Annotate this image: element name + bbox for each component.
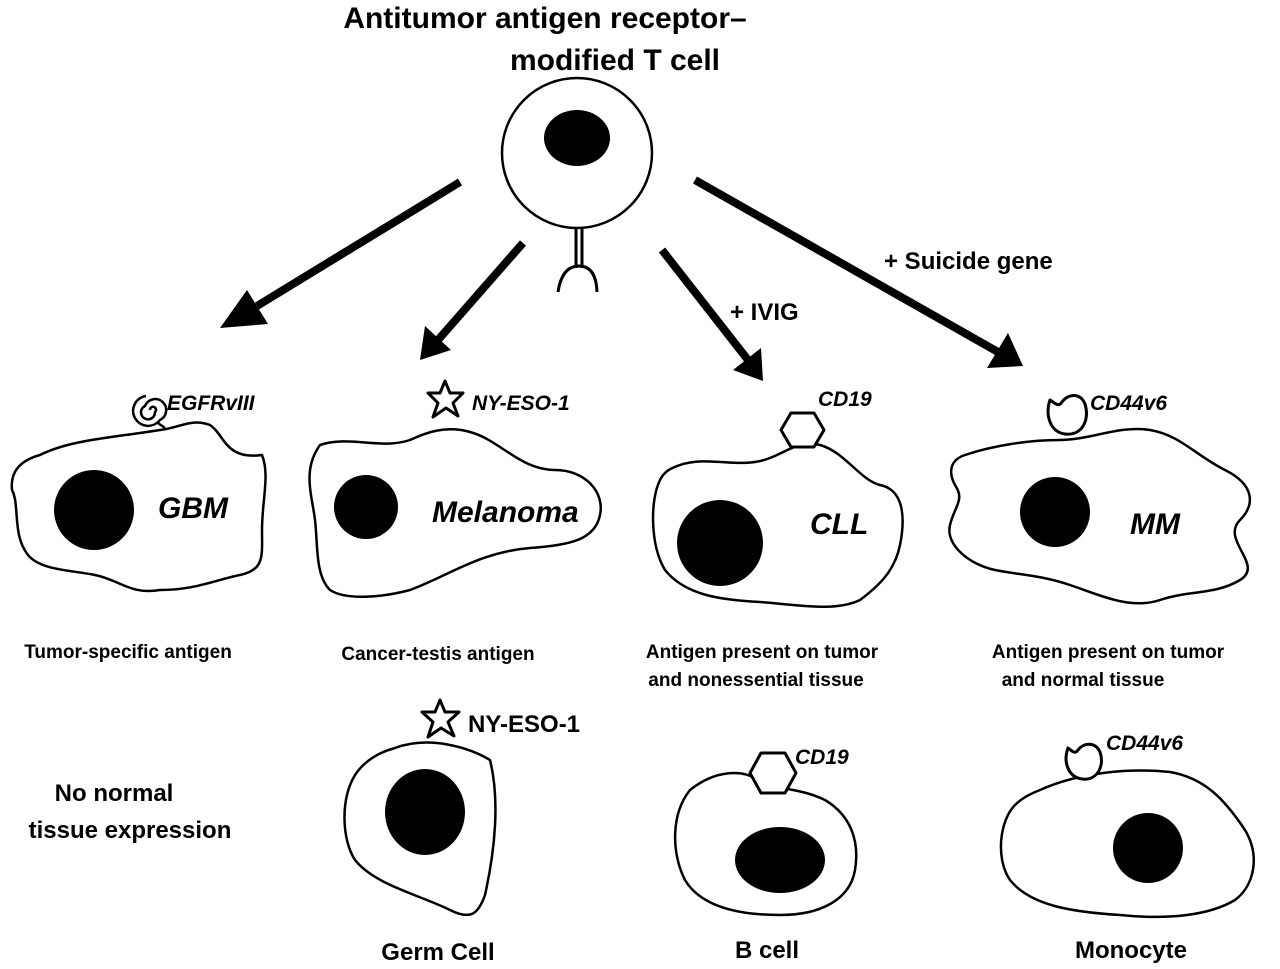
t-cell-nucleus — [544, 110, 610, 166]
antigen-label-b-cell: CD19 — [795, 746, 849, 769]
category-caption-mm-line1: Antigen present on tumor — [992, 642, 1225, 663]
tumor-name-gbm: GBM — [158, 492, 229, 525]
suicide-gene-label: + Suicide gene — [884, 248, 1053, 275]
antigen-label-cd44v6: CD44v6 — [1090, 392, 1167, 415]
tumor-cell-mm: MM CD44v6 — [948, 392, 1252, 605]
title-line-2: modified T cell — [510, 44, 720, 77]
antigen-label-egfrviii: EGFRvIII — [167, 392, 256, 415]
title-line-1: Antitumor antigen receptor– — [343, 2, 746, 35]
category-caption-melanoma: Cancer-testis antigen — [341, 644, 534, 665]
no-expression-line2: tissue expression — [29, 817, 232, 844]
normal-cell-monocyte: CD44v6 Monocyte — [999, 732, 1255, 964]
arrow-to-mm — [693, 176, 1023, 368]
antigen-label-cd19: CD19 — [818, 388, 872, 411]
ivig-label: + IVIG — [730, 299, 799, 326]
star-icon — [426, 379, 465, 419]
tumor-cell-melanoma: Melanoma NY-ESO-1 — [308, 379, 603, 598]
hook-icon — [1064, 742, 1103, 781]
normal-cell-b: CD19 B cell — [673, 746, 858, 964]
star-icon — [420, 698, 461, 739]
tumor-name-melanoma: Melanoma — [432, 496, 579, 529]
arrow-to-gbm — [220, 178, 463, 328]
spiral-icon — [131, 394, 168, 430]
antigen-label-germ: NY-ESO-1 — [468, 711, 580, 738]
antigen-receptor-icon — [556, 228, 599, 293]
normal-cell-germ: NY-ESO-1 Germ Cell — [343, 698, 580, 966]
category-caption-gbm: Tumor-specific antigen — [24, 642, 232, 663]
tumor-cell-gbm: GBM EGFRvIII — [10, 392, 267, 593]
hexagon-icon — [748, 751, 798, 795]
t-cell — [500, 76, 654, 293]
arrow-to-melanoma — [420, 240, 527, 360]
tumor-name-mm: MM — [1130, 508, 1181, 541]
normal-cell-name-germ: Germ Cell — [381, 939, 494, 966]
category-caption-mm-line2: and normal tissue — [1002, 670, 1165, 691]
tumor-name-cll: CLL — [810, 508, 868, 541]
no-expression-line1: No normal — [55, 780, 174, 807]
antigen-label-monocyte: CD44v6 — [1106, 732, 1183, 755]
normal-cell-name-b: B cell — [735, 937, 799, 964]
hook-icon — [1046, 394, 1088, 436]
category-caption-cll-line2: and nonessential tissue — [648, 670, 863, 691]
hexagon-icon — [779, 411, 826, 449]
category-caption-cll-line1: Antigen present on tumor — [646, 642, 879, 663]
antigen-label-ny-eso-1: NY-ESO-1 — [472, 392, 570, 415]
arrow-to-cll — [658, 247, 763, 381]
tumor-cell-cll: CLL CD19 — [651, 388, 904, 608]
normal-cell-name-monocyte: Monocyte — [1075, 937, 1187, 964]
